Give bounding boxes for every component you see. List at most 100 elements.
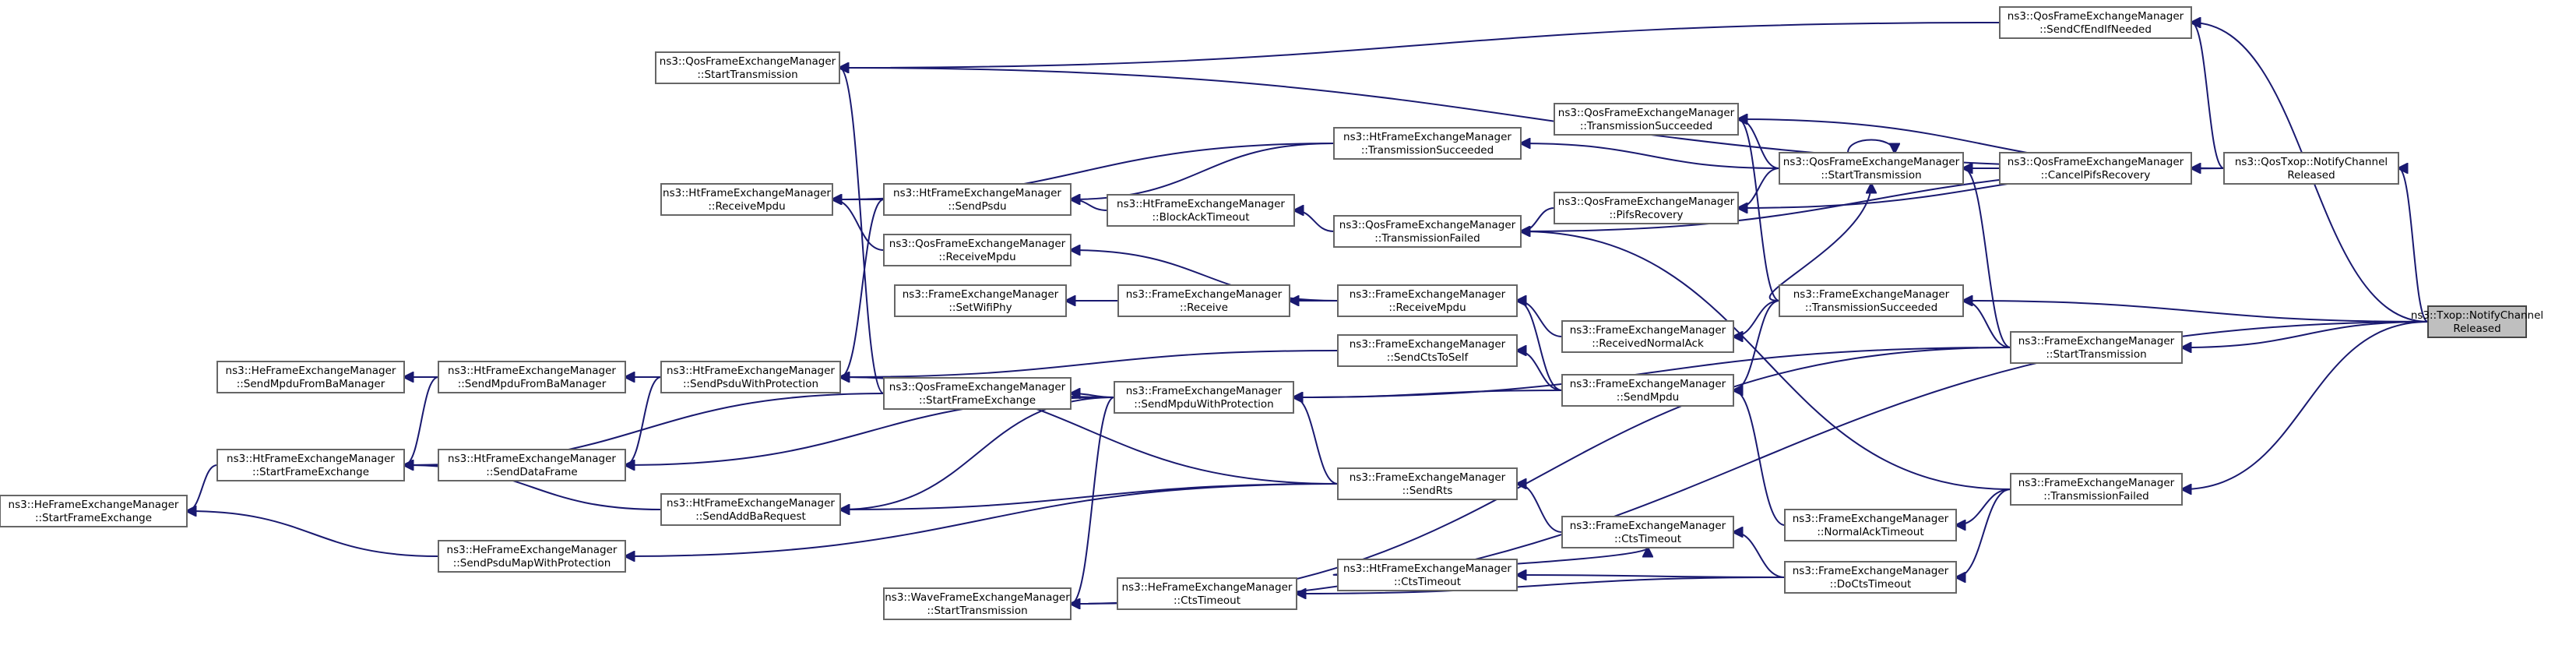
node-label-line1: ns3::HtFrameExchangeManager [893,187,1061,199]
node-label-line1: ns3::QosFrameExchangeManager [1558,196,1735,208]
node-fem-start-tr[interactable]: ns3::FrameExchangeManager::StartTransmis… [2010,331,2183,364]
node-ht-bato[interactable]: ns3::HtFrameExchangeManager::BlockAckTim… [1107,194,1295,227]
node-he-sfe[interactable]: ns3::HeFrameExchangeManager::StartFrameE… [0,495,188,527]
node-label-line2: ::StartTransmission [1821,169,1921,182]
node-label-line1: ns3::FrameExchangeManager [1350,338,1506,351]
node-label-line1: ns3::FrameExchangeManager [1350,471,1506,484]
node-box [438,449,626,481]
node-label-line1: ns3::HeFrameExchangeManager [447,544,618,556]
edge-fem-sendmpdu-wp-to-ht-addba [840,397,1115,510]
node-wave-start[interactable]: ns3::WaveFrameExchangeManager::StartTran… [883,587,1072,620]
edge-he-psdumap-to-he-sfe [187,511,439,557]
node-box [660,183,833,216]
node-label-line1: ns3::FrameExchangeManager [903,288,1059,301]
node-label-line1: ns3::QosFrameExchangeManager [2008,10,2184,23]
edge-fem-sendrts-to-fem-sendmpdu-wp [1293,397,1339,485]
node-label-line2: ::NormalAckTimeout [1817,526,1923,538]
node-box [660,361,841,393]
node-fem-receive[interactable]: ns3::FrameExchangeManager::Receive [1117,284,1290,317]
node-ht-sendmpdu-ba[interactable]: ns3::HtFrameExchangeManager::SendMpduFro… [438,361,626,393]
node-qos-recvmpdu[interactable]: ns3::QosFrameExchangeManager::ReceiveMpd… [883,234,1072,266]
node-qos-start-c[interactable]: ns3::QosFrameExchangeManager::StartTrans… [1779,152,1964,185]
node-fem-txf[interactable]: ns3::FrameExchangeManager::TransmissionF… [2010,473,2183,506]
node-label-line1: ns3::QosFrameExchangeManager [2008,156,2184,168]
node-box [216,449,405,481]
node-ht-ctsto[interactable]: ns3::HtFrameExchangeManager::CtsTimeout [1337,559,1518,591]
node-qos-cancel[interactable]: ns3::QosFrameExchangeManager::CancelPifs… [1999,152,2192,185]
edge-fem-sendmpdu-to-fem-ctstoself [1517,351,1563,391]
node-ht-sendpsdu[interactable]: ns3::HtFrameExchangeManager::SendPsdu [883,183,1072,216]
node-box [1561,374,1734,407]
node-label-line1: ns3::HtFrameExchangeManager [448,453,616,465]
node-box [438,540,626,573]
node-label-line2: ::CancelPifsRecovery [2041,169,2151,182]
edge-fem-txs-to-fem-sendmpdu [1733,300,1780,390]
node-ht-recvmpdu[interactable]: ns3::HtFrameExchangeManager::ReceiveMpdu [660,183,833,216]
node-label-line1: ns3::HtFrameExchangeManager [667,497,835,510]
node-label-line1: ns3::QosTxop::NotifyChannel [2235,156,2388,168]
edge-layer [187,23,2429,604]
node-ht-addba[interactable]: ns3::HtFrameExchangeManager::SendAddBaRe… [660,493,841,526]
edge-qostxop-to-qos-sendcf [2191,23,2225,169]
node-fem-sendmpdu[interactable]: ns3::FrameExchangeManager::SendMpdu [1561,374,1734,407]
node-fem-rna[interactable]: ns3::FrameExchangeManager::ReceivedNorma… [1561,320,1734,353]
node-label-line2: ::SendCfEndIfNeeded [2039,23,2152,36]
node-label-line1: ns3::HtFrameExchangeManager [227,453,395,465]
node-fem-recvmpdu[interactable]: ns3::FrameExchangeManager::ReceiveMpdu [1337,284,1518,317]
node-he-ctsto[interactable]: ns3::HeFrameExchangeManager::CtsTimeout [1117,577,1297,610]
node-box [883,587,1072,620]
node-box [1333,127,1522,160]
node-qos-start-tr[interactable]: ns3::QosFrameExchangeManager::StartTrans… [655,51,840,84]
node-label-line1: ns3::FrameExchangeManager [1570,378,1726,390]
node-label-line2: ::SendMpduFromBaManager [237,378,385,390]
node-qos-txs[interactable]: ns3::QosFrameExchangeManager::Transmissi… [1554,103,1739,136]
node-label-line1: ns3::FrameExchangeManager [1350,288,1506,301]
edge-fem-docts-to-he-ctsto [1297,577,1786,594]
node-fem-sendmpdu-wp[interactable]: ns3::FrameExchangeManager::SendMpduWithP… [1114,381,1294,414]
node-fem-ctstoself[interactable]: ns3::FrameExchangeManager::SendCtsToSelf [1337,334,1518,367]
node-qos-pifs[interactable]: ns3::QosFrameExchangeManager::PifsRecove… [1554,192,1739,224]
edge-fem-txf-to-qos-txf [1521,231,2011,490]
node-label-line2: ::TransmissionSucceeded [1361,144,1494,157]
node-ht-sendpsdu-wp[interactable]: ns3::HtFrameExchangeManager::SendPsduWit… [660,361,841,393]
edge-fem-ctsto-to-fem-sendrts [1517,484,1563,533]
node-he-psdumap[interactable]: ns3::HeFrameExchangeManager::SendPsduMap… [438,540,626,573]
node-fem-sendrts[interactable]: ns3::FrameExchangeManager::SendRts [1337,467,1518,500]
node-box [1784,509,1957,541]
node-layer: ns3::Txop::NotifyChannelReleasedns3::Qos… [0,6,2543,620]
edge-fem-sendmpdu-wp-to-wave-start [1071,397,1115,604]
node-fem-ctsto[interactable]: ns3::FrameExchangeManager::CtsTimeout [1561,516,1734,548]
node-qos-sfe[interactable]: ns3::QosFrameExchangeManager::StartFrame… [883,377,1072,410]
node-label-line1: ns3::QosFrameExchangeManager [889,381,1066,393]
edge-ht-txs-to-ht-sendpsdu [1071,143,1335,199]
node-label-line2: ::SendDataFrame [486,466,577,478]
node-box [660,493,841,526]
node-fem-txs[interactable]: ns3::FrameExchangeManager::TransmissionS… [1779,284,1964,317]
node-ht-sfe[interactable]: ns3::HtFrameExchangeManager::StartFrameE… [216,449,405,481]
node-label-line2: ::SendMpduWithProtection [1134,398,1273,411]
edge-fem-sendrts-to-ht-addba [840,483,1339,510]
edge-qos-recvmpdu-to-ht-recvmpdu [832,199,885,251]
node-qos-txf[interactable]: ns3::QosFrameExchangeManager::Transmissi… [1333,215,1522,248]
node-label-line2: ::DoCtsTimeout [1830,578,1912,591]
node-fem-setwifi[interactable]: ns3::FrameExchangeManager::SetWifiPhy [894,284,1067,317]
node-label-line2: ::SendCtsToSelf [1387,351,1469,364]
edge-txop-to-wave-start [1071,321,2429,604]
node-he-sendmpdu-ba[interactable]: ns3::HeFrameExchangeManager::SendMpduFro… [216,361,405,393]
node-label-line2: ::CtsTimeout [1174,594,1240,607]
node-fem-nato[interactable]: ns3::FrameExchangeManager::NormalAckTime… [1784,509,1957,541]
node-label-line1: ns3::FrameExchangeManager [1570,520,1726,532]
node-box [1117,577,1297,610]
edge-ht-sendmpdu-ba-to-ht-sfe [404,376,439,465]
node-fem-docts[interactable]: ns3::FrameExchangeManager::DoCtsTimeout [1784,561,1957,594]
node-qos-sendcf[interactable]: ns3::QosFrameExchangeManager::SendCfEndI… [1999,6,2192,39]
edge-qos-start-c-to-qos-pifs [1738,168,1780,208]
node-ht-senddata[interactable]: ns3::HtFrameExchangeManager::SendDataFra… [438,449,626,481]
node-label-line1: ns3::QosFrameExchangeManager [1339,219,1516,231]
node-label-line2: ::SendPsduWithProtection [683,378,818,390]
node-ht-txs[interactable]: ns3::HtFrameExchangeManager::Transmissio… [1333,127,1522,160]
node-box [1337,559,1518,591]
edge-fem-txs-to-fem-rna [1733,300,1780,337]
